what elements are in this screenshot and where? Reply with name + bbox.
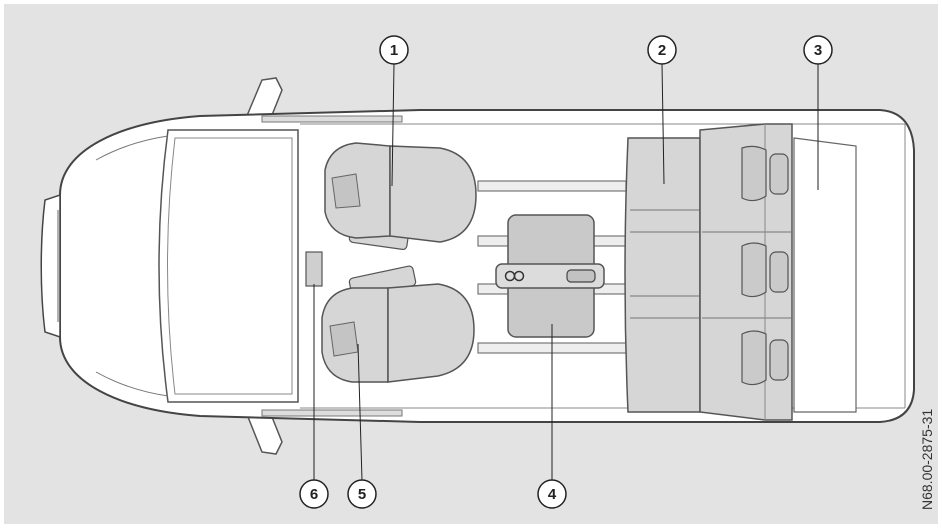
callout-2-label: 2 <box>658 42 666 59</box>
cargo-area <box>793 137 857 413</box>
center-console-panel <box>305 251 323 287</box>
callout-6-label: 6 <box>310 486 318 503</box>
callout-1-label: 1 <box>390 42 398 59</box>
callout-4-label: 4 <box>548 486 557 503</box>
callout-4: 4 <box>537 479 567 509</box>
callout-5: 5 <box>347 479 377 509</box>
front-right-seat <box>324 142 477 251</box>
callout-5-label: 5 <box>358 486 366 503</box>
callout-2: 2 <box>647 35 677 65</box>
center-table <box>495 214 605 338</box>
reference-code: N68.00-2875-31 <box>919 409 935 510</box>
leader-lines <box>313 63 819 481</box>
callout-3-label: 3 <box>814 42 822 59</box>
callout-1: 1 <box>379 35 409 65</box>
rear-bench-seat <box>624 123 793 421</box>
callout-3: 3 <box>803 35 833 65</box>
callout-6: 6 <box>299 479 329 509</box>
front-left-seat <box>321 265 475 383</box>
